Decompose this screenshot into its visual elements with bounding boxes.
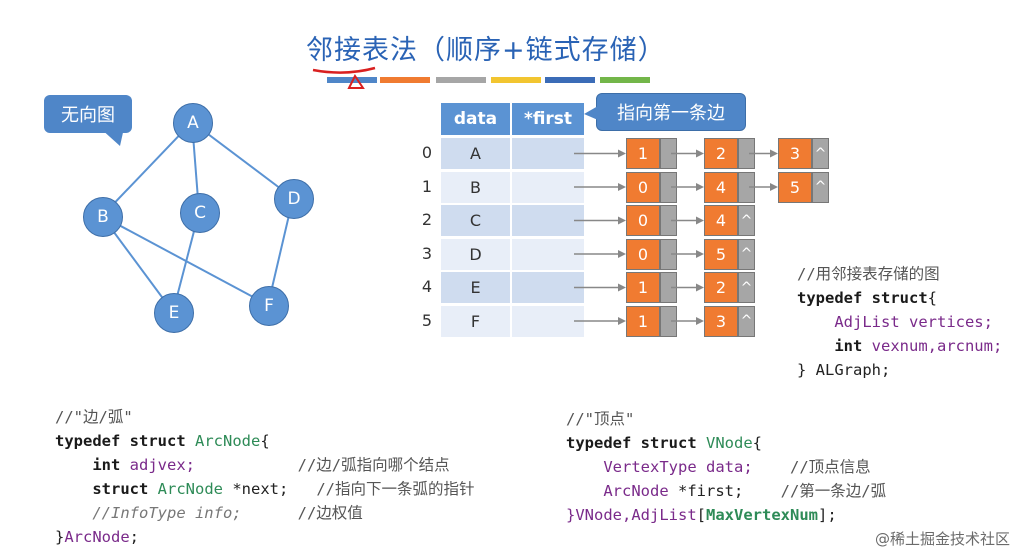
pointer-arrowhead bbox=[696, 216, 704, 225]
pointer-arrowhead bbox=[618, 283, 626, 292]
pointer-arrowhead bbox=[618, 216, 626, 225]
pointer-arrowhead bbox=[618, 250, 626, 258]
arc-adjvex: 2 bbox=[704, 138, 738, 169]
arc-next-null: ^ bbox=[738, 305, 755, 337]
arc-adjvex: 2 bbox=[704, 272, 738, 303]
row-index: 3 bbox=[421, 243, 433, 263]
row-index: 1 bbox=[421, 176, 433, 196]
first-pointer-cell bbox=[512, 171, 584, 203]
pointer-arrowhead bbox=[696, 183, 704, 191]
row-index: 2 bbox=[421, 210, 433, 229]
arc-adjvex: 1 bbox=[626, 138, 660, 169]
pointer-arrowhead bbox=[696, 317, 704, 325]
arc-adjvex: 0 bbox=[626, 238, 660, 270]
red-annotation-scribble bbox=[312, 66, 376, 89]
arc-adjvex: 0 bbox=[626, 171, 660, 203]
vertex-data-cell: F bbox=[441, 305, 510, 337]
edge-A-B bbox=[101, 121, 193, 217]
vertex-data-cell: A bbox=[441, 138, 510, 169]
arc-adjvex: 5 bbox=[778, 171, 812, 203]
arc-adjvex: 3 bbox=[778, 138, 812, 169]
pointer-arrowhead bbox=[770, 149, 778, 158]
row-index: 4 bbox=[421, 277, 433, 296]
vertex-A: A bbox=[173, 103, 213, 143]
code-arcnode: //"边/弧" typedef struct ArcNode{ int adjv… bbox=[55, 408, 475, 546]
first-pointer-label: 指向第一条边 bbox=[617, 103, 725, 124]
pointer-arrowhead bbox=[696, 283, 704, 292]
vertex-data-cell: D bbox=[441, 238, 510, 270]
row-index: 0 bbox=[421, 143, 433, 162]
arc-adjvex: 5 bbox=[704, 238, 738, 270]
header-data: data bbox=[441, 103, 510, 135]
vertex-F: F bbox=[249, 286, 289, 326]
pointer-arrowhead bbox=[696, 250, 704, 258]
callout-pointer-tail bbox=[584, 106, 598, 120]
graph-type-callout: 无向图 bbox=[44, 95, 132, 133]
arc-adjvex: 4 bbox=[704, 205, 738, 236]
vertex-B: B bbox=[83, 197, 123, 237]
vertex-data-cell: E bbox=[441, 272, 510, 303]
color-bar-2 bbox=[436, 77, 486, 83]
code-vnode: //"顶点" typedef struct VNode{ VertexType … bbox=[566, 410, 887, 524]
color-bar-1 bbox=[380, 77, 430, 83]
arc-next-null: ^ bbox=[812, 171, 829, 203]
arc-adjvex: 3 bbox=[704, 305, 738, 337]
pointer-arrowhead bbox=[696, 149, 704, 158]
color-bar-5 bbox=[600, 77, 650, 83]
arc-next-null: ^ bbox=[738, 272, 755, 303]
watermark: @稀土掘金技术社区 bbox=[874, 530, 1010, 548]
vertex-C: C bbox=[180, 193, 220, 233]
pointer-arrowhead bbox=[618, 183, 626, 191]
arc-next-null: ^ bbox=[738, 205, 755, 236]
pointer-arrowhead bbox=[618, 149, 626, 158]
arc-next-null: ^ bbox=[738, 238, 755, 270]
vertex-D: D bbox=[274, 179, 314, 219]
first-pointer-callout: 指向第一条边 bbox=[596, 93, 746, 131]
arc-adjvex: 0 bbox=[626, 205, 660, 236]
first-pointer-cell bbox=[512, 205, 584, 236]
first-pointer-cell bbox=[512, 272, 584, 303]
first-pointer-cell bbox=[512, 238, 584, 270]
first-pointer-cell bbox=[512, 138, 584, 169]
vertex-data-cell: C bbox=[441, 205, 510, 236]
pointer-arrowhead bbox=[618, 317, 626, 325]
arc-next-null: ^ bbox=[812, 138, 829, 169]
arc-adjvex: 4 bbox=[704, 171, 738, 203]
algraph-comment: //用邻接表存储的图 bbox=[797, 265, 940, 283]
color-bar-4 bbox=[545, 77, 595, 83]
page-title: 邻接表法（顺序+链式存储） bbox=[306, 35, 666, 66]
pointer-arrowhead bbox=[770, 183, 778, 191]
row-index: 5 bbox=[421, 310, 433, 330]
vertex-E: E bbox=[154, 293, 194, 333]
callout-tail bbox=[100, 128, 124, 146]
arc-adjvex: 1 bbox=[626, 305, 660, 337]
vertex-data-cell: B bbox=[441, 171, 510, 203]
arc-adjvex: 1 bbox=[626, 272, 660, 303]
color-bar-3 bbox=[491, 77, 541, 83]
edge-B-F bbox=[101, 215, 269, 306]
graph-type-label: 无向图 bbox=[61, 105, 115, 126]
header-first: *first bbox=[512, 103, 584, 135]
first-pointer-cell bbox=[512, 305, 584, 337]
code-algraph: //用邻接表存储的图 typedef struct{ AdjList verti… bbox=[797, 265, 1003, 379]
